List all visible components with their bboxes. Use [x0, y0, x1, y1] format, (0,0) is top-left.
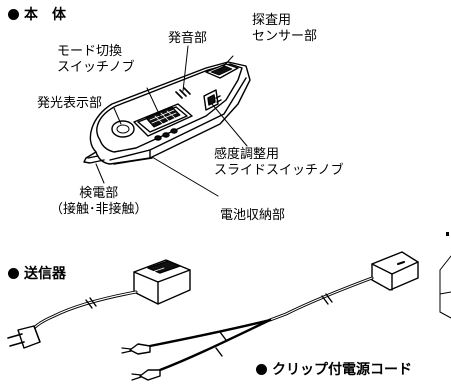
partial-next-figure — [439, 232, 451, 319]
clip-cord-heading: クリップ付電源コード — [256, 362, 412, 378]
label-mode-switch: モード切換 スイッチノブ — [57, 44, 135, 75]
main-body-heading-text: 本 体 — [24, 7, 66, 23]
bullet-icon — [256, 364, 267, 375]
clip-cord-heading-text: クリップ付電源コード — [272, 362, 412, 378]
label-led: 発光表示部 — [37, 96, 103, 111]
leader-lines — [95, 45, 248, 197]
label-probe: 検電部 （接触･非接触） — [50, 186, 148, 217]
transmitter-drawing — [7, 259, 191, 349]
label-sensitivity: 感度調整用 スライドスイッチノブ — [214, 147, 344, 178]
bullet-icon — [8, 9, 19, 20]
label-sensor: 探査用 センサー部 — [252, 13, 318, 44]
label-buzzer: 発音部 — [168, 31, 208, 46]
transmitter-heading: 送信器 — [8, 266, 66, 282]
main-body-heading: 本 体 — [8, 7, 66, 23]
bullet-icon — [8, 268, 19, 279]
transmitter-heading-text: 送信器 — [24, 266, 66, 282]
label-battery: 電池収納部 — [220, 208, 286, 223]
tester-body-drawing — [83, 61, 251, 165]
clip-cord-drawing — [121, 251, 419, 381]
